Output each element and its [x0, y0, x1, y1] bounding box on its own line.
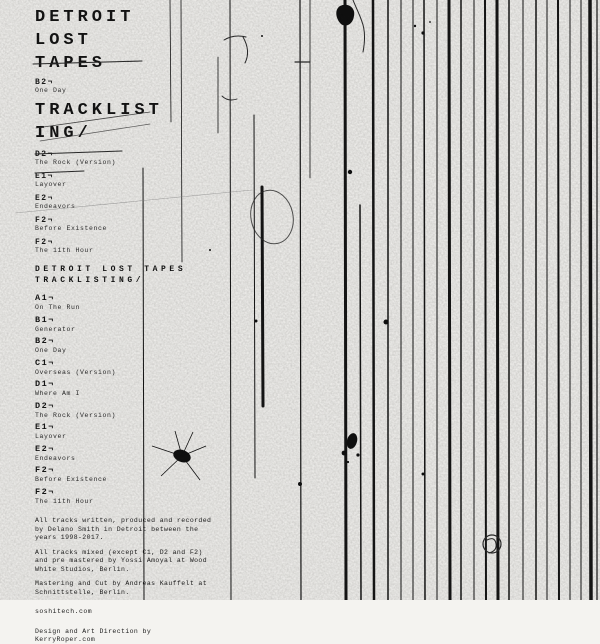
track-label: D2¬	[35, 150, 54, 159]
track-label: E1¬	[35, 172, 54, 181]
track-item: B2¬ One Day	[35, 337, 245, 355]
design-credit: Design and Art Direction by KerryRoper.c…	[35, 628, 213, 644]
heading-line: TRACKLIST	[35, 101, 163, 120]
track-item: F2¬ The 11th Hour	[35, 486, 245, 506]
track-name: Generator	[35, 325, 76, 333]
header-line: DETROIT LOST TAPES	[35, 265, 187, 274]
track-label: B1¬	[35, 314, 55, 325]
track-name: The 11th Hour	[35, 247, 94, 254]
tracklist: A1¬ On The Run B1¬ Generator B2¬ One Day…	[35, 294, 245, 505]
title-line: TAPES	[35, 54, 107, 73]
track-name: The Rock (Version)	[35, 159, 117, 166]
track-label: A1¬	[35, 293, 55, 303]
track-label: F2¬	[35, 238, 54, 247]
header-line: TRACKLISTING/	[35, 276, 145, 285]
track-item: F2¬ Before Existence	[35, 216, 245, 233]
track-name: Before Existence	[35, 225, 108, 232]
track-item: D2¬ The Rock (Version)	[35, 150, 245, 167]
track-label: D2¬	[35, 400, 55, 411]
track-item: F2¬ Before Existence	[35, 466, 245, 484]
track-name: Endeavors	[35, 454, 76, 462]
track-label: E1¬	[35, 422, 55, 432]
title-line: LOST	[35, 31, 92, 50]
track-name: Where Am I	[35, 390, 81, 397]
track-item: E2¬ Endeavors	[35, 194, 245, 211]
credit-line: Mastering and Cut by Andreas Kauffelt at…	[35, 580, 208, 596]
credit-line: All tracks written, produced and recorde…	[35, 517, 212, 541]
track-item: F2¬ The 11th Hour	[35, 238, 245, 255]
website-text: soshitech.com	[35, 608, 93, 615]
track-name: Endeavors	[35, 203, 76, 210]
credits-block: All tracks written, produced and recorde…	[35, 517, 213, 644]
heading-line: ING/	[35, 124, 92, 143]
track-label: F2¬	[35, 216, 54, 225]
track-label: F2¬	[35, 465, 55, 475]
track-label: D1¬	[35, 379, 55, 389]
track-name: Overseas (Version)	[35, 368, 117, 376]
track-label: E2¬	[35, 443, 55, 454]
track-item: B1¬ Generator	[35, 314, 245, 334]
credit-line: All tracks mixed (except C1, D2 and F2) …	[35, 548, 208, 573]
track-item: A1¬ On The Run	[35, 294, 245, 312]
track-name: The Rock (Version)	[35, 411, 117, 419]
track-label: F2¬	[35, 486, 55, 497]
track-item: D1¬ Where Am I	[35, 380, 245, 398]
track-item: D2¬ The Rock (Version)	[35, 400, 245, 420]
album-title: DETROIT LOST TAPES	[35, 6, 245, 75]
track-name: One Day	[35, 347, 67, 354]
design-credit-line: Design and Art Direction by	[35, 628, 152, 635]
track-label: E2¬	[35, 194, 54, 203]
track-item: E2¬ Endeavors	[35, 443, 245, 463]
text-column: DETROIT LOST TAPES B2¬ One Day TRACKLIST…	[35, 6, 245, 644]
track-item: E1¬ Layover	[35, 423, 245, 441]
track-name: On The Run	[35, 304, 81, 311]
track-name: Before Existence	[35, 476, 108, 483]
track-item: E1¬ Layover	[35, 172, 245, 189]
track-name: One Day	[35, 87, 67, 94]
track-label: B2¬	[35, 78, 54, 87]
title-line: DETROIT	[35, 8, 135, 27]
overprint-tracklist: D2¬ The Rock (Version) E1¬ Layover E2¬ E…	[35, 150, 245, 255]
track-label: B2¬	[35, 336, 55, 346]
overprint-track: B2¬ One Day	[35, 78, 245, 95]
track-name: Layover	[35, 181, 67, 188]
design-credit-line: KerryRoper.com	[35, 636, 96, 643]
track-item: C1¬ Overseas (Version)	[35, 357, 245, 377]
track-name: The 11th Hour	[35, 497, 94, 505]
track-name: Layover	[35, 433, 67, 440]
tracklist-heading: TRACKLIST ING/	[35, 99, 245, 145]
track-label: C1¬	[35, 357, 55, 368]
tracklist-header: DETROIT LOST TAPES TRACKLISTING/	[35, 264, 245, 286]
